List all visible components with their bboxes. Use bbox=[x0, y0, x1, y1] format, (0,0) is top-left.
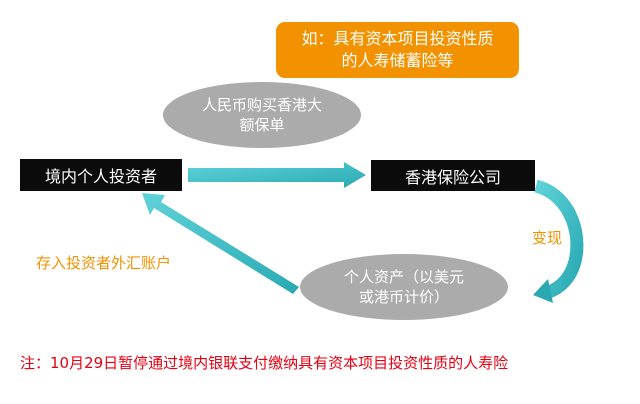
arrow-to-investor bbox=[142, 193, 299, 294]
arrow-to-insurer bbox=[188, 162, 366, 188]
purchase-ellipse: 人民币购买香港大 额保单 bbox=[163, 82, 361, 148]
example-callout: 如：具有资本项目投资性质 的人寿储蓄险等 bbox=[276, 22, 519, 78]
cash-out-label: 变现 bbox=[532, 229, 563, 247]
callout-line-1: 如：具有资本项目投资性质 bbox=[301, 29, 494, 48]
arrow-cash-out bbox=[533, 179, 584, 300]
investor-box: 境内个人投资者 bbox=[20, 159, 182, 191]
policy-note: 注：10月29日暂停通过境内银联支付缴纳具有资本项目投资性质的人寿险 bbox=[20, 354, 509, 372]
investor-label: 境内个人投资者 bbox=[44, 167, 157, 186]
callout-line-2: 的人寿储蓄险等 bbox=[341, 51, 454, 70]
assets-line-1: 个人资产（以美元 bbox=[343, 268, 464, 286]
purchase-line-1: 人民币购买香港大 bbox=[201, 96, 322, 114]
arrow-cash-out-head bbox=[533, 279, 553, 303]
insurer-box: 香港保险公司 bbox=[371, 160, 535, 191]
assets-ellipse: 个人资产（以美元 或港币计价） bbox=[300, 254, 508, 320]
purchase-line-2: 额保单 bbox=[239, 116, 285, 134]
deposit-label: 存入投资者外汇账户 bbox=[36, 254, 172, 272]
insurer-label: 香港保险公司 bbox=[404, 167, 501, 187]
assets-line-2: 或港币计价） bbox=[358, 288, 449, 306]
